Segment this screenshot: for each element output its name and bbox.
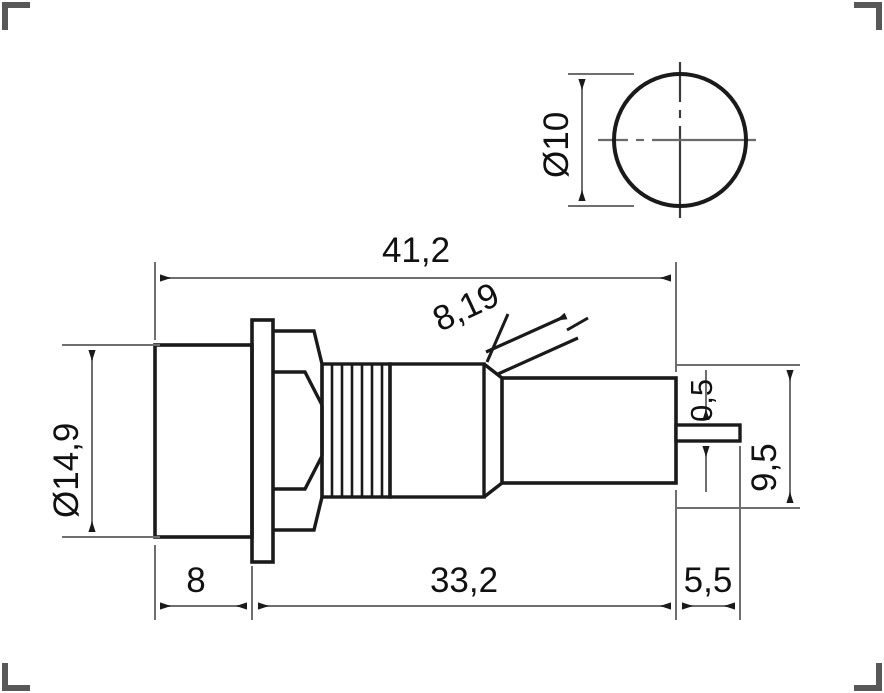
front-view: Ø10 xyxy=(537,62,756,218)
hex-nut-chamfer-lower xyxy=(273,455,324,491)
dimension-label-rear-height: 9,5 xyxy=(745,443,784,492)
rear-housing xyxy=(500,376,678,485)
lens-circle-outline xyxy=(612,72,748,208)
dimension-rear-height-geometry: 9,5 xyxy=(676,364,800,509)
dimension-label-terminal-thickness: 0,5 xyxy=(684,379,719,422)
corner-mark-bottom-right xyxy=(854,663,882,691)
dimension-label-body-length: 33,2 xyxy=(430,561,498,600)
dimension-chamfer-angled-geometry: 8,19 xyxy=(427,275,589,376)
shank-to-rear-chamfer xyxy=(482,362,504,499)
corner-mark-bottom-left xyxy=(2,663,30,691)
dimension-label-head-length: 8 xyxy=(186,561,205,600)
dimension-overall-length-geometry: 41,2 xyxy=(154,231,677,372)
hex-nut-outline xyxy=(273,329,324,532)
corner-mark-top-left xyxy=(2,2,30,30)
mounting-flange xyxy=(250,318,275,564)
dimension-lens-diameter-geometry xyxy=(568,73,634,207)
plain-shank xyxy=(388,362,486,499)
dimension-label-overall-length: 41,2 xyxy=(382,231,450,270)
dimension-line-chamfer-angled xyxy=(485,312,568,354)
chamfer-upper-edge xyxy=(482,362,504,380)
hex-nut-section xyxy=(273,329,324,532)
dimension-label-lens-diameter: Ø10 xyxy=(537,112,576,178)
dimension-terminal-thickness-geometry: 0,5 xyxy=(684,370,719,492)
extension-line-chamfer-near xyxy=(566,316,589,332)
lens-cap-body xyxy=(153,343,254,539)
corner-mark-top-right xyxy=(854,2,882,30)
side-view xyxy=(153,318,742,564)
dimension-label-terminal-length: 5,5 xyxy=(684,561,733,600)
dimension-label-body-diameter: Ø14,9 xyxy=(47,423,86,518)
chamfer-lower-edge xyxy=(482,481,504,499)
thread-hatch-lines xyxy=(330,364,384,497)
dimension-body-diameter-geometry: Ø14,9 xyxy=(47,344,160,538)
dimension-chain-bottom: 8 33,2 5,5 xyxy=(154,446,741,620)
terminal-pin xyxy=(674,423,742,443)
threaded-barrel xyxy=(320,362,392,499)
hex-nut-chamfer-upper xyxy=(273,370,324,406)
dimension-label-chamfer-angled: 8,19 xyxy=(427,275,505,339)
dimension-line-chamfer-angled-second xyxy=(497,336,579,376)
extension-line-chamfer-far xyxy=(485,313,510,363)
